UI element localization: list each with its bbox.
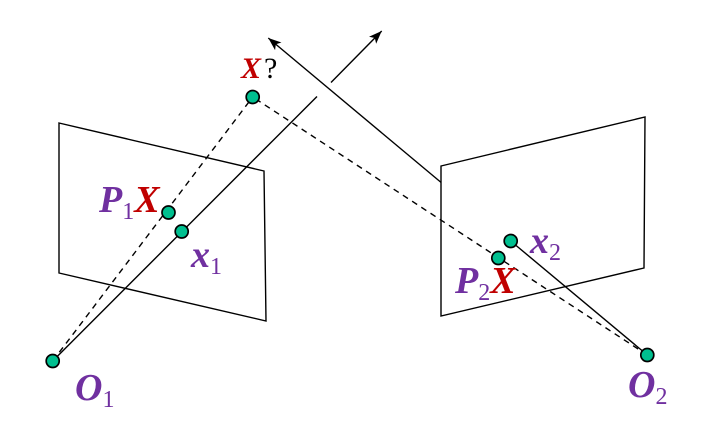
ray-camera1-upper-arrow: [330, 30, 383, 83]
label-X-question-part: X: [240, 52, 262, 85]
label-P1X-part: 1: [122, 199, 134, 225]
label-X-question-part: ?: [264, 52, 277, 85]
label-P1X-part: P: [98, 179, 123, 221]
dashed-ray-o1-to-X: [52, 96, 254, 362]
label-x1-part: 1: [210, 254, 222, 280]
label-P2X-part: 2: [478, 280, 490, 306]
label-X-question: X?: [240, 52, 277, 85]
label-O2-part: 2: [655, 384, 667, 410]
image-plane-1: [58, 122, 267, 322]
label-O1-part: O: [75, 367, 102, 409]
point-x1: [174, 224, 190, 239]
point-X: [245, 89, 261, 105]
label-O2: O2: [628, 364, 667, 410]
label-P2X: P2X: [454, 260, 517, 306]
label-O2-part: O: [628, 364, 655, 406]
label-O1-part: 1: [102, 387, 114, 413]
ray-camera2-upper-arrow: [267, 37, 442, 183]
point-x2: [503, 233, 519, 249]
label-x2-part: 2: [549, 240, 561, 266]
label-O1: O1: [75, 367, 114, 413]
point-O1: [45, 353, 61, 369]
dashed-ray-o2-to-X: [252, 96, 648, 356]
image-plane-2: [440, 116, 646, 317]
label-P2X-part: X: [489, 260, 517, 302]
label-P1X: P1X: [98, 179, 161, 225]
label-P2X-part: P: [454, 260, 479, 302]
label-x1-part: x: [190, 234, 210, 276]
point-O2: [639, 347, 655, 363]
ray-camera2-lower: [510, 240, 648, 356]
label-x2: x2: [529, 220, 561, 266]
label-P1X-part: X: [133, 179, 161, 221]
label-x2-part: x: [529, 220, 549, 262]
point-P1X: [161, 205, 176, 220]
label-x1: x1: [190, 234, 222, 280]
point-P2X: [490, 250, 506, 266]
